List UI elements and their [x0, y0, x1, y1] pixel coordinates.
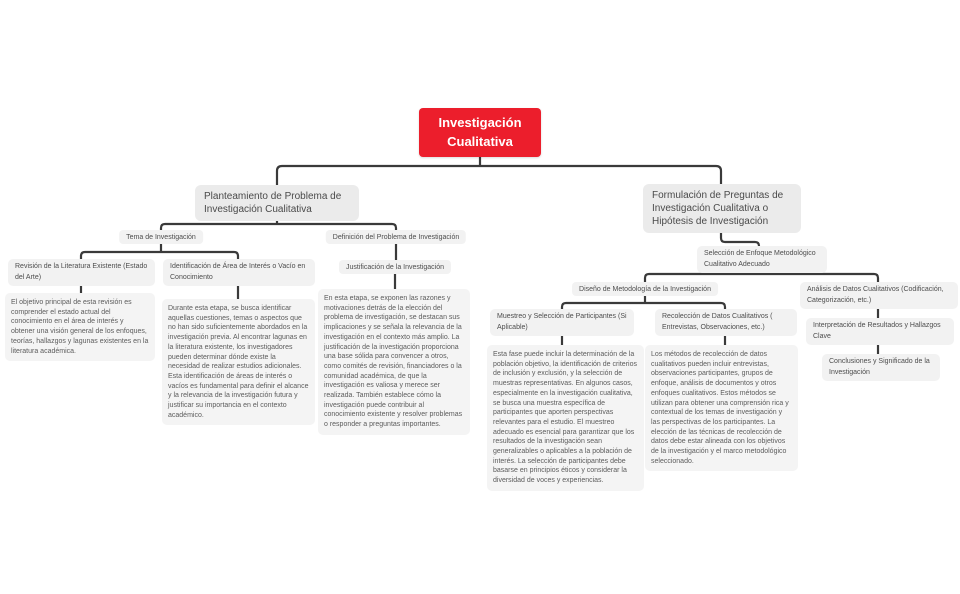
root-node[interactable]: Investigación Cualitativa — [419, 108, 541, 157]
node-formulacion[interactable]: Formulación de Preguntas de Investigació… — [643, 184, 801, 233]
node-diseno[interactable]: Diseño de Metodología de la Investigació… — [572, 282, 718, 296]
node-identificacion[interactable]: Identificación de Área de Interés o Vací… — [163, 259, 315, 286]
node-justificacion[interactable]: Justificación de la Investigación — [338, 260, 452, 274]
root-node-label: Investigación Cualitativa — [438, 114, 522, 149]
node-seleccion[interactable]: Selección de Enfoque Metodológico Cualit… — [697, 246, 827, 273]
node-interpretacion[interactable]: Interpretación de Resultados y Hallazgos… — [806, 318, 954, 345]
connector-line — [79, 250, 240, 264]
desc-justificacion[interactable]: En esta etapa, se exponen las razones y … — [318, 289, 470, 435]
desc-recoleccion[interactable]: Los métodos de recolección de datos cual… — [645, 345, 798, 472]
node-recoleccion[interactable]: Recolección de Datos Cualitativos ( Entr… — [655, 309, 797, 336]
connector-line — [159, 222, 398, 234]
desc-muestreo[interactable]: Esta fase puede incluir la determinación… — [487, 345, 644, 491]
desc-revision[interactable]: El objetivo principal de esta revisión e… — [5, 293, 155, 362]
node-tema[interactable]: Tema de Investigación — [119, 230, 203, 244]
desc-identificacion[interactable]: Durante esta etapa, se busca identificar… — [162, 299, 315, 426]
node-muestreo[interactable]: Muestreo y Selección de Participantes (S… — [490, 309, 634, 336]
connector-line — [719, 227, 761, 250]
connector-line — [643, 272, 880, 287]
node-planteamiento[interactable]: Planteamiento de Problema de Investigaci… — [195, 185, 359, 221]
node-revision[interactable]: Revisión de la Literatura Existente (Est… — [8, 259, 155, 286]
connector-line — [560, 301, 727, 315]
node-analisis[interactable]: Análisis de Datos Cualitativos (Codifica… — [800, 282, 958, 309]
connector-line — [275, 164, 723, 190]
node-conclusiones[interactable]: Conclusiones y Significado de la Investi… — [822, 354, 940, 381]
node-definicion[interactable]: Definición del Problema de Investigación — [325, 230, 467, 244]
